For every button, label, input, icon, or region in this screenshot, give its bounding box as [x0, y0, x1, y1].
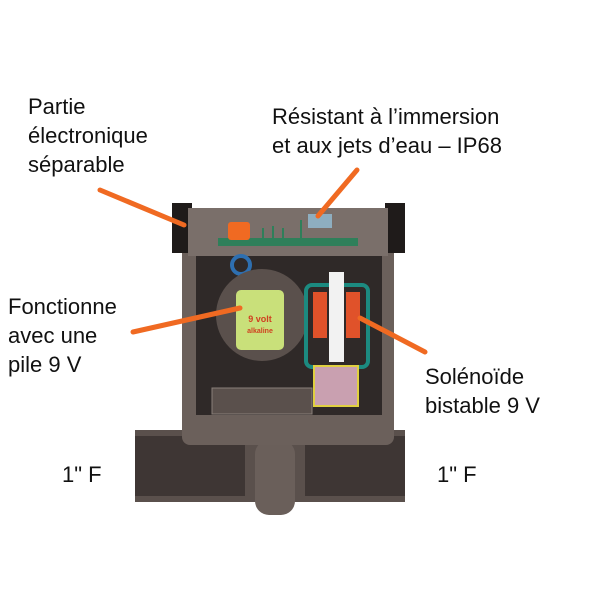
label-inlet-size: 1" F — [62, 462, 102, 487]
label-electronics: Partie électronique séparable — [28, 92, 148, 179]
label-battery: Fonctionne avec une pile 9 V — [8, 292, 117, 379]
battery-text-2: alkaline — [247, 328, 273, 335]
diaphragm — [211, 387, 313, 415]
callout-solenoid — [357, 315, 428, 355]
label-solenoid: Solénoïde bistable 9 V — [425, 362, 540, 420]
battery: 9 volt alkaline — [216, 269, 308, 361]
callout-immersion — [315, 167, 360, 219]
battery-text-1: 9 volt — [248, 314, 272, 324]
callout-battery — [130, 305, 243, 335]
label-line: Résistant à l’immersion — [272, 104, 500, 129]
label-line: Solénoïde — [425, 364, 525, 389]
label-line: Partie — [28, 94, 86, 119]
label-line: séparable — [28, 152, 125, 177]
label-line: bistable 9 V — [425, 393, 540, 418]
clip-left — [172, 203, 192, 253]
label-line: pile 9 V — [8, 352, 82, 377]
label-line: Fonctionne — [8, 294, 117, 319]
callout-electronics — [97, 187, 187, 228]
label-outlet-size: 1" F — [437, 462, 477, 487]
label-line: électronique — [28, 123, 148, 148]
label-line: et aux jets d’eau – IP68 — [272, 133, 502, 158]
label-immersion: Résistant à l’immersion et aux jets d’ea… — [272, 102, 502, 160]
callout-lines — [97, 167, 428, 355]
circuit-board — [218, 214, 358, 276]
label-line: avec une — [8, 323, 98, 348]
solenoid — [304, 272, 370, 407]
clip-right — [385, 203, 405, 253]
